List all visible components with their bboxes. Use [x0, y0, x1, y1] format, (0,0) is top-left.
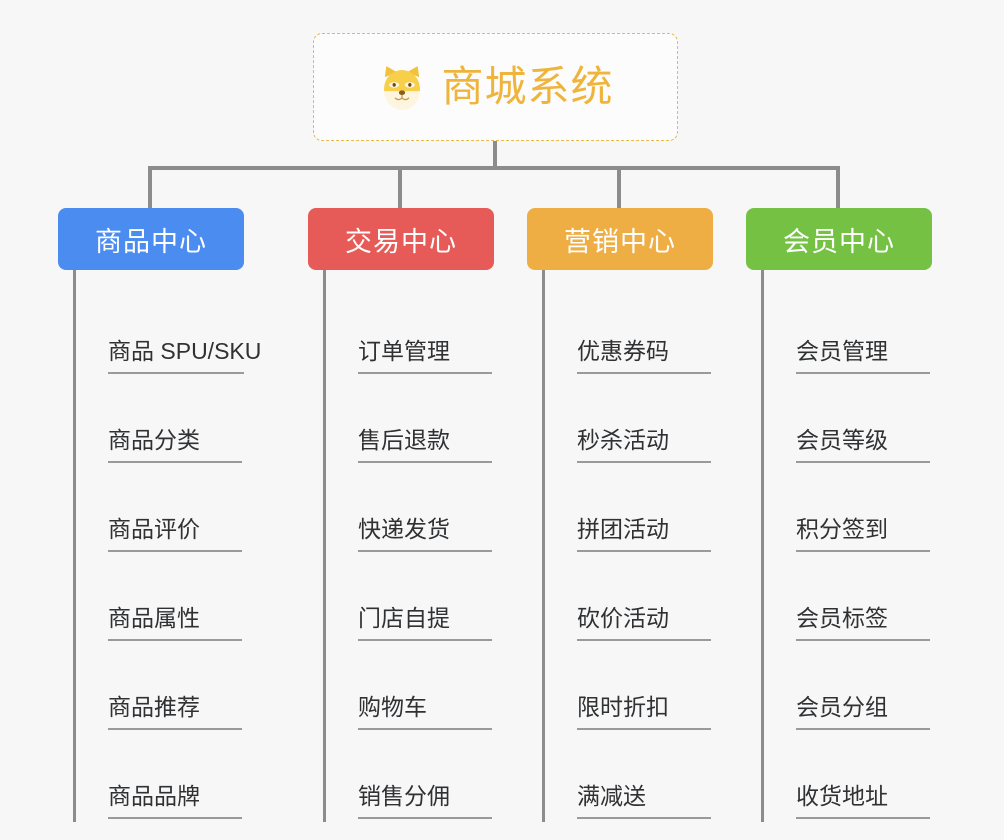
leaf-label: 拼团活动: [577, 516, 711, 552]
leaf-item[interactable]: 销售分佣: [326, 733, 494, 822]
leaf-item[interactable]: 订单管理: [326, 288, 494, 377]
branch-header-1[interactable]: 交易中心: [308, 208, 494, 270]
leaf-label: 会员标签: [796, 605, 930, 641]
branch-drop-connector-0: [148, 166, 152, 208]
leaf-item[interactable]: 购物车: [326, 644, 494, 733]
root-node[interactable]: 商城系统: [313, 33, 678, 141]
leaf-label: 积分签到: [796, 516, 930, 552]
branch-column-3: 会员中心 会员管理 会员等级 积分签到 会员标签 会员分组 收货地址: [746, 208, 932, 822]
leaf-label: 秒杀活动: [577, 427, 711, 463]
branch-header-label: 交易中心: [345, 226, 457, 257]
leaf-item[interactable]: 满减送: [545, 733, 713, 822]
leaf-label: 会员等级: [796, 427, 930, 463]
leaf-label: 门店自提: [358, 605, 492, 641]
branch-leaf-list-1: 订单管理 售后退款 快递发货 门店自提 购物车 销售分佣: [323, 270, 494, 822]
leaf-label: 砍价活动: [577, 605, 711, 641]
leaf-label: 售后退款: [358, 427, 492, 463]
leaf-item[interactable]: 门店自提: [326, 555, 494, 644]
leaf-label: 满减送: [577, 783, 711, 819]
branch-leaf-list-0: 商品 SPU/SKU 商品分类 商品评价 商品属性 商品推荐 商品品牌: [73, 270, 261, 822]
leaf-label: 商品品牌: [108, 783, 242, 819]
leaf-label: 商品分类: [108, 427, 242, 463]
leaf-label: 销售分佣: [358, 783, 492, 819]
leaf-item[interactable]: 会员管理: [764, 288, 932, 377]
leaf-item[interactable]: 商品推荐: [76, 644, 244, 733]
branch-leaf-list-3: 会员管理 会员等级 积分签到 会员标签 会员分组 收货地址: [761, 270, 932, 822]
dog-face-icon: [377, 63, 427, 113]
branch-header-0[interactable]: 商品中心: [58, 208, 244, 270]
leaf-item[interactable]: 会员标签: [764, 555, 932, 644]
leaf-item[interactable]: 商品属性: [76, 555, 244, 644]
branch-drop-connector-2: [617, 166, 621, 208]
leaf-item[interactable]: 商品 SPU/SKU: [76, 288, 261, 377]
leaf-label: 商品评价: [108, 516, 242, 552]
leaf-item[interactable]: 商品分类: [76, 377, 244, 466]
leaf-label: 订单管理: [358, 338, 492, 374]
branch-leaf-list-2: 优惠券码 秒杀活动 拼团活动 砍价活动 限时折扣 满减送: [542, 270, 713, 822]
branch-bus-connector: [150, 166, 839, 170]
branch-header-label: 营销中心: [564, 226, 676, 257]
branch-column-1: 交易中心 订单管理 售后退款 快递发货 门店自提 购物车 销售分佣: [308, 208, 494, 822]
leaf-item[interactable]: 限时折扣: [545, 644, 713, 733]
leaf-item[interactable]: 售后退款: [326, 377, 494, 466]
leaf-label: 会员分组: [796, 694, 930, 730]
leaf-label: 收货地址: [796, 783, 930, 819]
branch-drop-connector-3: [836, 166, 840, 208]
leaf-item[interactable]: 快递发货: [326, 466, 494, 555]
leaf-item[interactable]: 商品评价: [76, 466, 244, 555]
leaf-label: 商品 SPU/SKU: [108, 338, 261, 374]
branch-header-2[interactable]: 营销中心: [527, 208, 713, 270]
leaf-item[interactable]: 拼团活动: [545, 466, 713, 555]
leaf-label: 限时折扣: [577, 694, 711, 730]
leaf-label: 商品推荐: [108, 694, 242, 730]
leaf-item[interactable]: 积分签到: [764, 466, 932, 555]
leaf-item[interactable]: 会员分组: [764, 644, 932, 733]
branch-header-3[interactable]: 会员中心: [746, 208, 932, 270]
branch-header-label: 商品中心: [95, 226, 207, 257]
leaf-label: 商品属性: [108, 605, 242, 641]
leaf-label: 购物车: [358, 694, 492, 730]
root-title: 商城系统: [441, 63, 614, 110]
branch-header-label: 会员中心: [783, 226, 895, 257]
leaf-label: 优惠券码: [577, 338, 711, 374]
leaf-item[interactable]: 商品品牌: [76, 733, 244, 822]
leaf-item[interactable]: 收货地址: [764, 733, 932, 822]
leaf-item[interactable]: 砍价活动: [545, 555, 713, 644]
leaf-label: 快递发货: [358, 516, 492, 552]
branch-drop-connector-1: [398, 166, 402, 208]
leaf-item[interactable]: 秒杀活动: [545, 377, 713, 466]
leaf-item[interactable]: 会员等级: [764, 377, 932, 466]
branch-column-2: 营销中心 优惠券码 秒杀活动 拼团活动 砍价活动 限时折扣 满减送: [527, 208, 713, 822]
branch-column-0: 商品中心 商品 SPU/SKU 商品分类 商品评价 商品属性 商品推荐 商品品牌: [58, 208, 261, 822]
leaf-label: 会员管理: [796, 338, 930, 374]
leaf-item[interactable]: 优惠券码: [545, 288, 713, 377]
root-stem-connector: [493, 141, 497, 169]
